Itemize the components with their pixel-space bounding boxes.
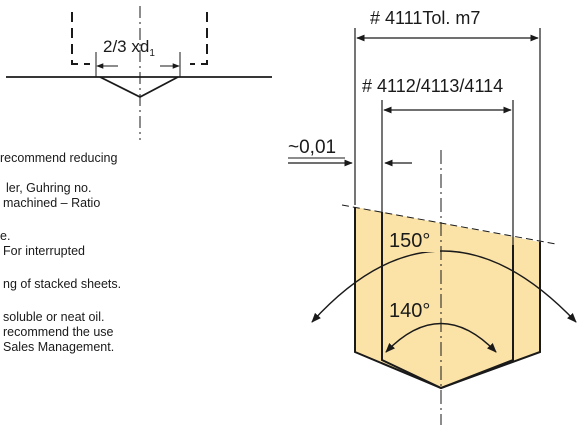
drill-fill (355, 207, 540, 388)
text-line-7: soluble or neat oil. (3, 310, 105, 324)
top-dashed-chamfer (341, 204, 557, 245)
text-line-4: e. (0, 229, 11, 243)
text-line-5: For interrupted (3, 244, 85, 258)
top-left-dim-label: 2/3 xd1 (103, 37, 155, 59)
text-line-1: recommend reducing (0, 151, 118, 165)
text-line-8: recommend the use (3, 325, 114, 339)
dim-4112-label: # 4112/4113/4114 (362, 76, 503, 96)
angle-140-bg (388, 294, 440, 322)
arc-150 (311, 250, 577, 323)
text-line-3: machined – Ratio (3, 196, 101, 210)
text-line-2: ler, Guhring no. (6, 181, 92, 195)
dim-4111-label: # 4111Tol. m7 (370, 8, 480, 28)
offset-dim (288, 157, 412, 167)
angle-150-label: 150° (389, 230, 430, 252)
text-line-9: Sales Management. (3, 340, 115, 354)
top-left-detail (6, 6, 272, 140)
angle-150-bg (388, 224, 440, 252)
text-line-6: ng of stacked sheets. (3, 277, 122, 291)
dim-4112 (381, 100, 514, 245)
right-dashed-wall (190, 12, 208, 65)
angle-140-label: 140° (389, 300, 430, 322)
arc-140 (385, 322, 497, 353)
left-dashed-wall (71, 12, 90, 65)
dim-4111 (354, 28, 541, 242)
offset-label: ~0,01 (288, 137, 336, 158)
tip-v (99, 76, 179, 99)
drill-body (341, 150, 557, 425)
